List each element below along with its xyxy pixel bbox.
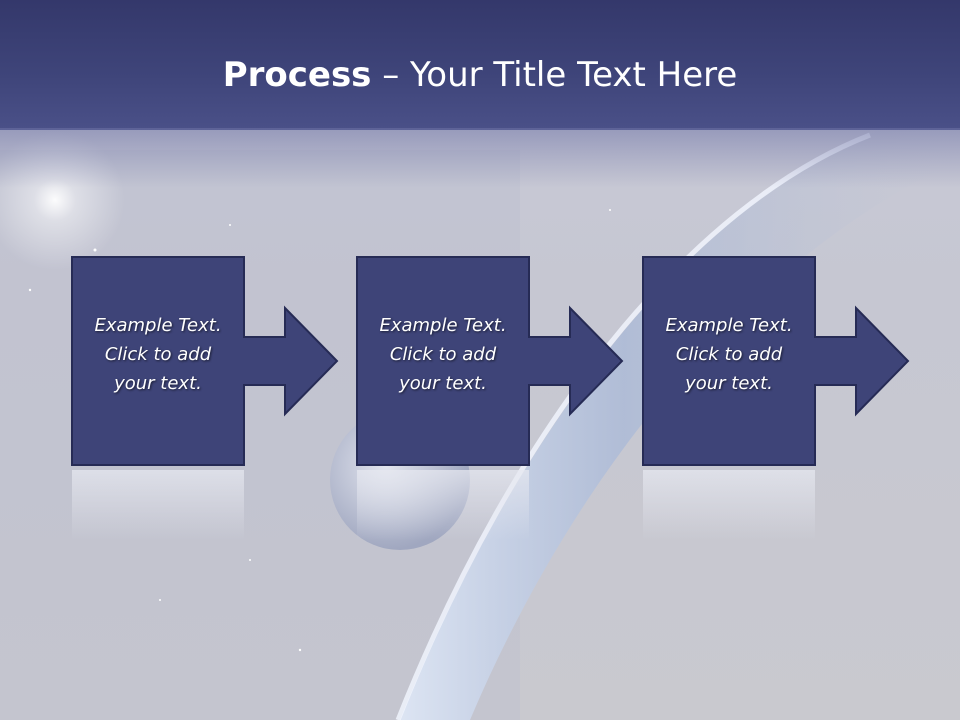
- step-3-line-1: Example Text.: [665, 315, 793, 336]
- step-3-reflection: [643, 470, 815, 540]
- step-2-line-1: Example Text.: [379, 315, 507, 336]
- step-1-shape[interactable]: [71, 256, 339, 466]
- step-2-line-3: your text.: [399, 373, 487, 394]
- step-3-shape[interactable]: [642, 256, 910, 466]
- title-bold-part: Process: [222, 55, 372, 95]
- slide-title[interactable]: Process – Your Title Text Here: [0, 50, 960, 100]
- step-3-line-2: Click to add: [675, 344, 783, 365]
- step-3-line-3: your text.: [685, 373, 773, 394]
- title-bar: [0, 0, 960, 130]
- step-1-text[interactable]: Example Text. Click to add your text.: [72, 311, 244, 398]
- step-1-reflection: [72, 470, 244, 540]
- step-3-text[interactable]: Example Text. Click to add your text.: [643, 311, 815, 398]
- step-1-line-2: Click to add: [104, 344, 212, 365]
- step-2-shape[interactable]: [356, 256, 624, 466]
- title-rest-part: – Your Title Text Here: [371, 55, 738, 95]
- step-2-line-2: Click to add: [389, 344, 497, 365]
- step-2-text[interactable]: Example Text. Click to add your text.: [357, 311, 529, 398]
- step-2-reflection: [357, 470, 529, 540]
- title-glow: [0, 128, 960, 188]
- step-1-line-3: your text.: [114, 373, 202, 394]
- step-1-line-1: Example Text.: [94, 315, 222, 336]
